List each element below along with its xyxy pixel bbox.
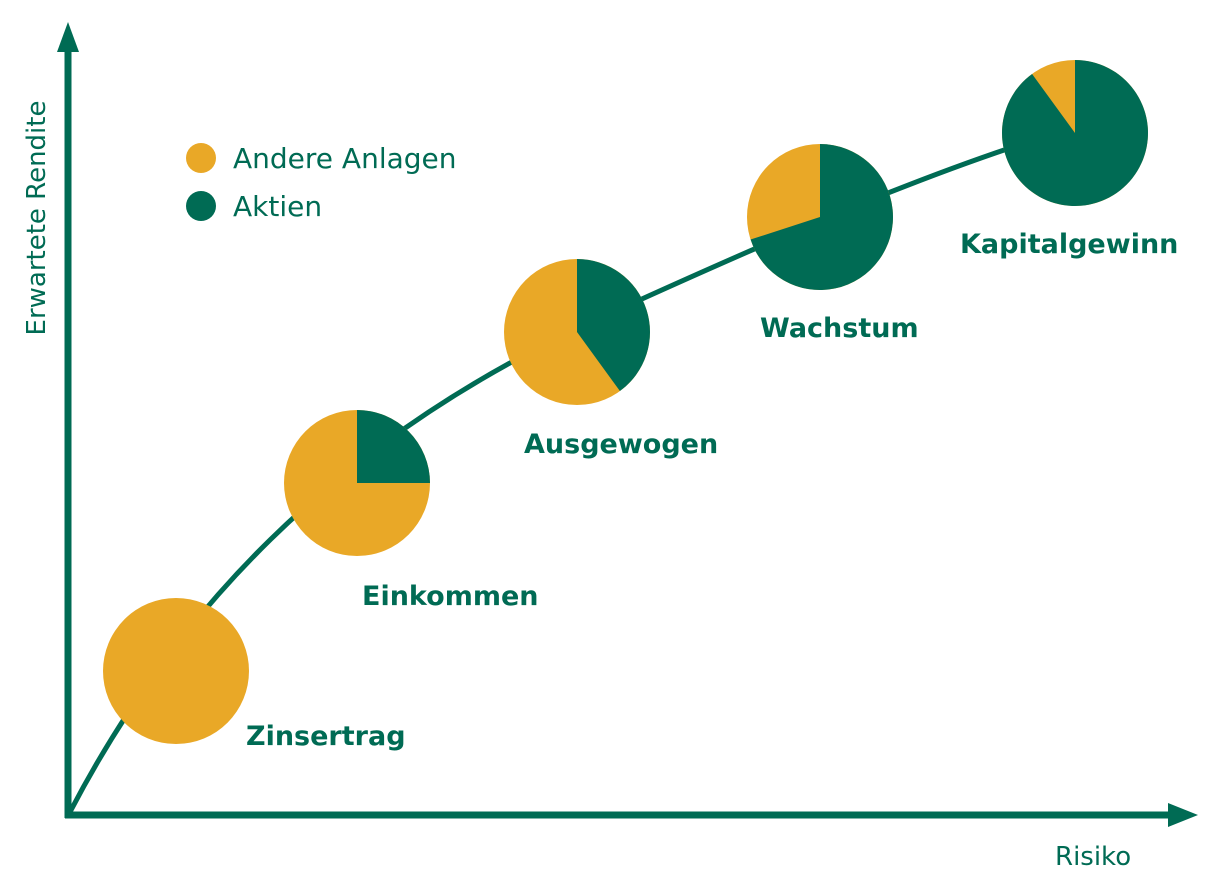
- pie-slice-andere-zinsertrag: [103, 598, 249, 744]
- pie-ausgewogen: [504, 259, 650, 405]
- pie-label-kapitalgewinn: Kapitalgewinn: [960, 229, 1178, 260]
- legend-label-aktien: Aktien: [233, 190, 322, 223]
- x-axis-arrow: [1168, 803, 1198, 827]
- pie-einkommen: [284, 410, 430, 556]
- legend-swatch-andere: [186, 143, 216, 173]
- pie-zinsertrag: [103, 598, 249, 744]
- pie-slice-aktien-wachstum: [750, 144, 894, 290]
- pie-label-ausgewogen: Ausgewogen: [524, 429, 718, 460]
- pie-slice-aktien-einkommen: [357, 410, 430, 483]
- y-axis-label: Erwartete Rendite: [22, 101, 52, 336]
- y-axis-arrow: [57, 22, 79, 52]
- pie-label-wachstum: Wachstum: [760, 313, 919, 344]
- pie-wachstum: [747, 144, 894, 290]
- pie-slice-aktien-kapitalgewinn: [1002, 60, 1148, 206]
- pie-kapitalgewinn: [1002, 60, 1148, 206]
- pie-label-einkommen: Einkommen: [362, 581, 539, 612]
- legend: Andere Anlagen Aktien: [186, 142, 457, 223]
- legend-label-andere: Andere Anlagen: [233, 142, 457, 175]
- pie-slice-aktien-ausgewogen: [577, 259, 650, 392]
- pie-label-zinsertrag: Zinsertrag: [246, 721, 406, 752]
- legend-swatch-aktien: [186, 191, 216, 221]
- x-axis-label: Risiko: [1055, 842, 1131, 872]
